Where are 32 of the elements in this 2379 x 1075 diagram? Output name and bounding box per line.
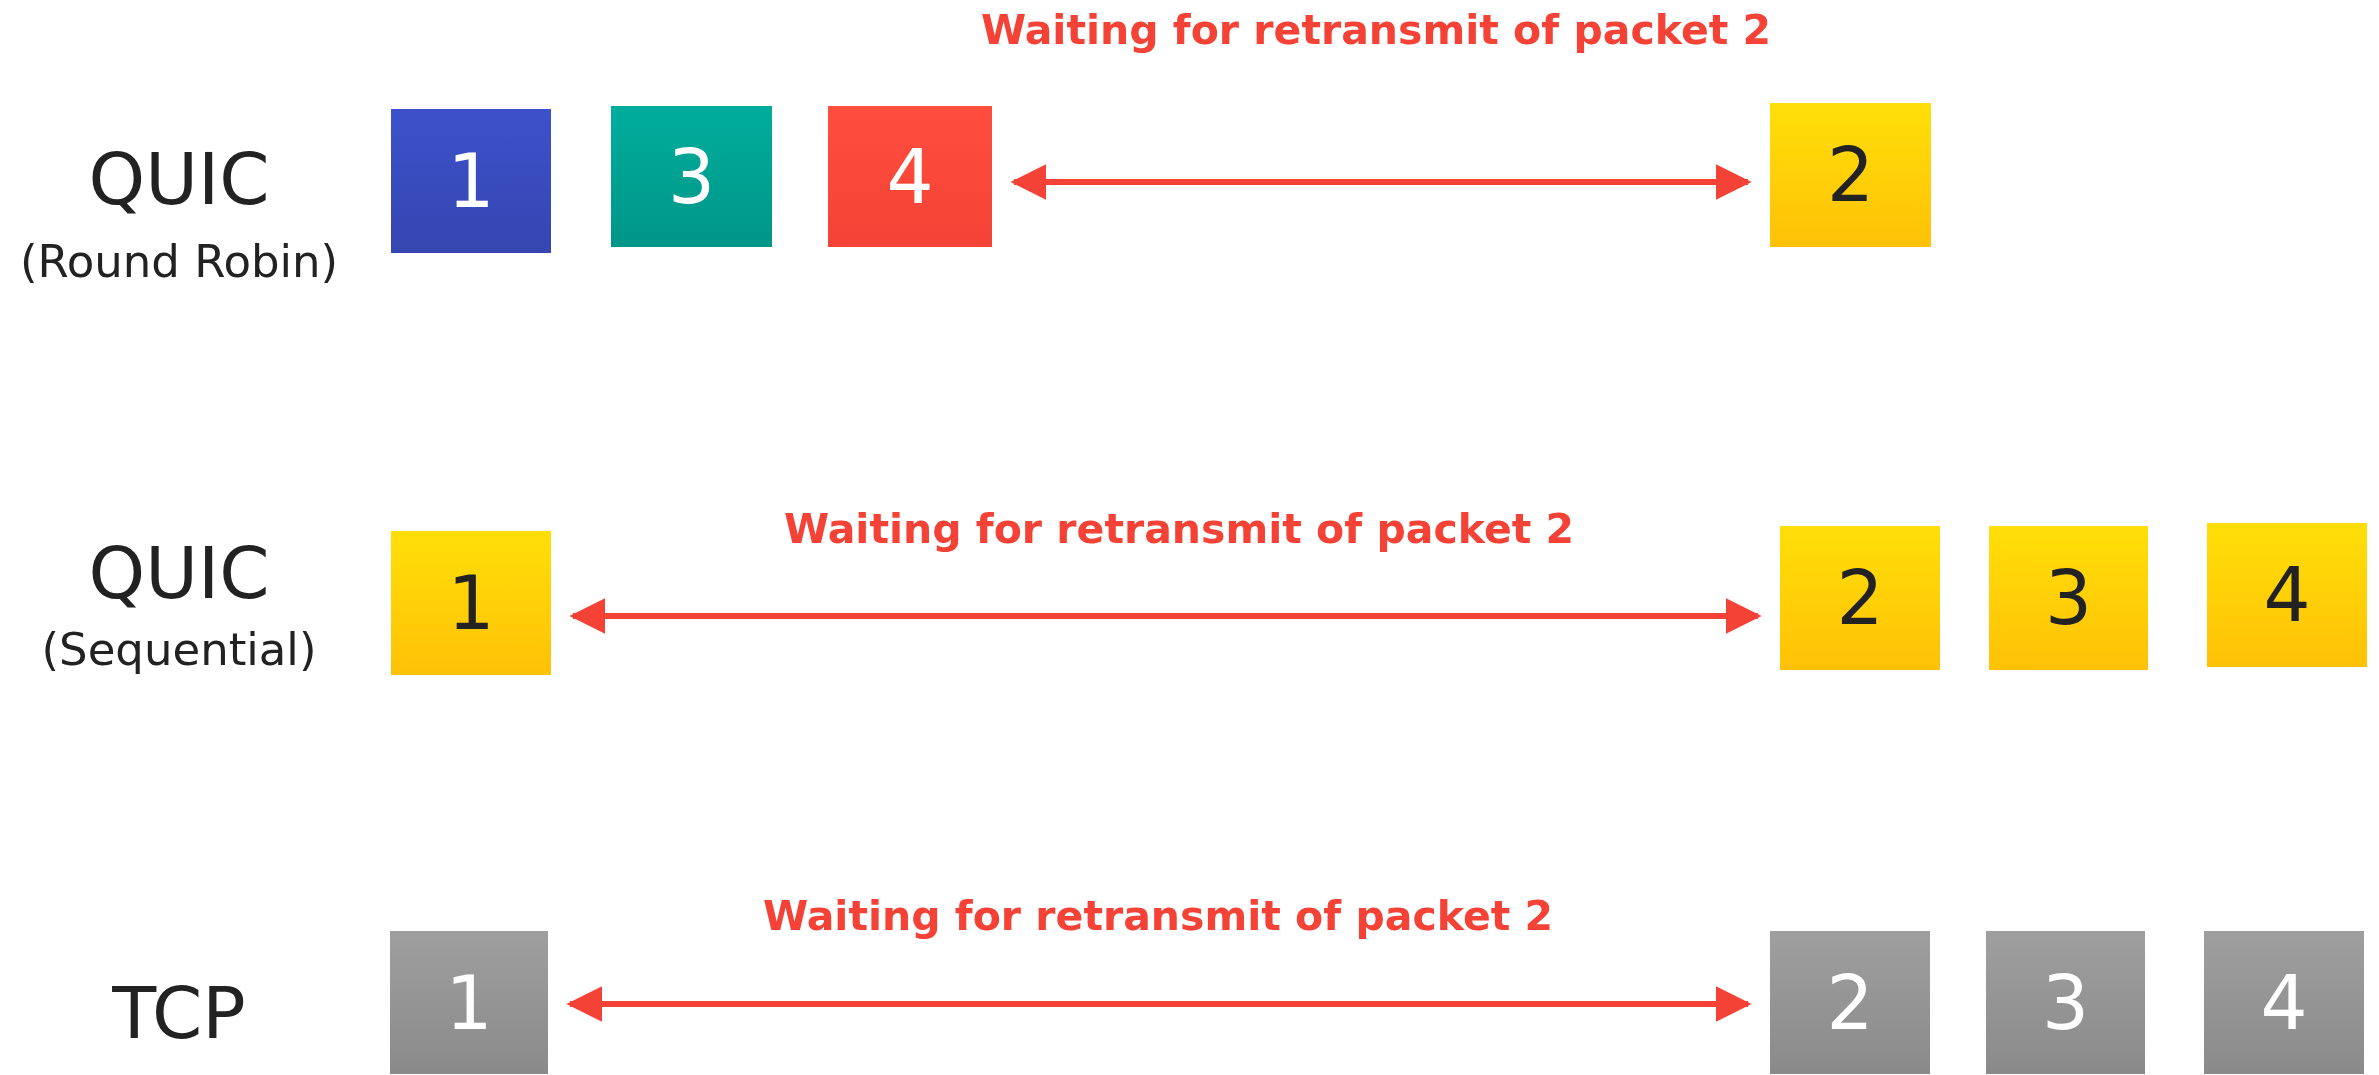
packet-number: 1	[445, 965, 493, 1040]
packet-number: 4	[2260, 965, 2308, 1040]
packet-box	[2204, 931, 2364, 1074]
packet-box	[391, 531, 551, 675]
row-label: QUIC	[88, 531, 270, 615]
row-label: (Sequential)	[41, 622, 317, 676]
double-arrow	[566, 986, 1752, 1022]
packet-number: 1	[447, 566, 495, 640]
packet-box	[390, 931, 548, 1074]
row-label: TCP	[112, 971, 246, 1055]
packet-number: 3	[2041, 965, 2090, 1040]
packet-box	[1780, 526, 1940, 670]
packet-number: 4	[886, 139, 934, 214]
packet-box	[611, 106, 772, 247]
packet-number: 2	[1826, 965, 1874, 1040]
packet-box	[391, 109, 551, 253]
packet-number: 1	[447, 144, 495, 218]
packet-box	[828, 106, 992, 247]
double-arrow	[569, 598, 1762, 634]
packet-number: 2	[1836, 561, 1884, 635]
packet-number: 3	[667, 139, 716, 214]
row-label: (Round Robin)	[19, 234, 339, 288]
packet-box	[2207, 523, 2367, 667]
packet-number: 3	[2044, 561, 2093, 635]
packet-box	[1770, 931, 1930, 1074]
double-arrow	[1010, 164, 1752, 200]
packet-box	[1989, 526, 2148, 670]
packet-number: 2	[1826, 138, 1875, 212]
row-label: QUIC	[88, 137, 270, 221]
packet-box	[1770, 103, 1931, 247]
packet-number: 4	[2263, 558, 2311, 632]
packet-box	[1986, 931, 2145, 1074]
